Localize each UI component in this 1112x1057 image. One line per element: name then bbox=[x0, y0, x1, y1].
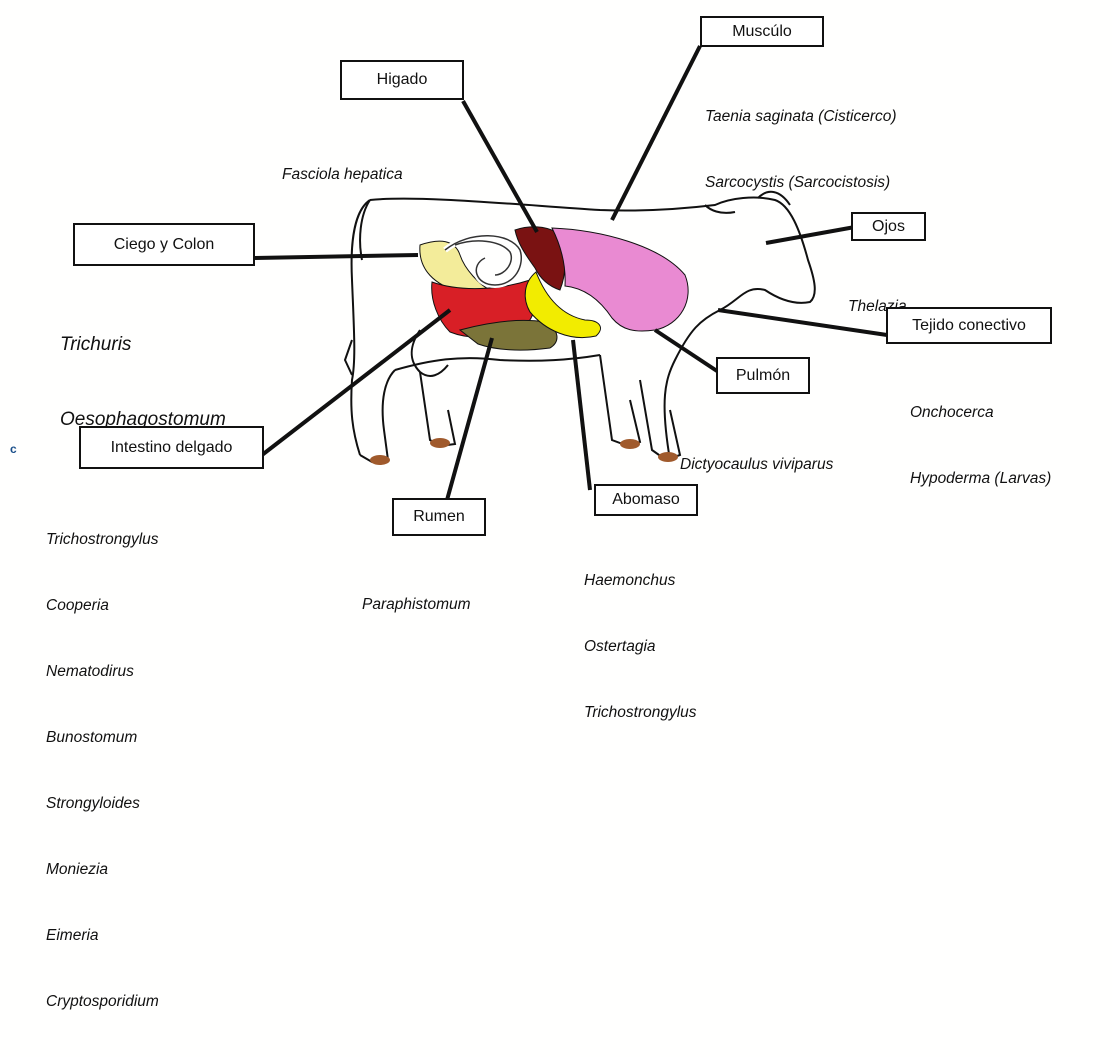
list-item: Ostertagia bbox=[584, 636, 697, 658]
ojos-title: Ojos bbox=[872, 218, 905, 236]
list-item: Moniezia bbox=[46, 859, 159, 881]
higado-label-box: Higado bbox=[340, 60, 464, 100]
ojos-label-box: Ojos bbox=[851, 212, 926, 241]
list-item: Trichostrongylus bbox=[584, 702, 697, 724]
ciego-label-box: Ciego y Colon bbox=[73, 223, 255, 266]
list-item: Cryptosporidium bbox=[46, 991, 159, 1013]
list-item: Sarcocystis (Sarcocistosis) bbox=[705, 172, 897, 194]
pulmon-title: Pulmón bbox=[736, 367, 790, 385]
list-item: Trichostrongylus bbox=[46, 529, 159, 551]
list-item: Nematodirus bbox=[46, 661, 159, 683]
list-item: Fasciola hepatica bbox=[282, 164, 403, 186]
higado-title: Higado bbox=[377, 71, 428, 89]
musculo-title: Muscúlo bbox=[732, 23, 792, 41]
list-item: Trichuris bbox=[60, 332, 226, 357]
abomaso-label-box: Abomaso bbox=[594, 484, 698, 516]
hooves bbox=[370, 438, 678, 465]
list-item: Hypoderma (Larvas) bbox=[910, 468, 1051, 490]
list-item: Haemonchus bbox=[584, 570, 697, 592]
tejido-label-box: Tejido conectivo bbox=[886, 307, 1052, 344]
pulmon-parasites: Dictyocaulus viviparus bbox=[680, 410, 833, 520]
abomaso-title: Abomaso bbox=[612, 491, 680, 509]
list-item: Paraphistomum bbox=[362, 594, 471, 616]
intestino-label-box: Intestino delgado bbox=[79, 426, 264, 469]
list-item: Taenia saginata (Cisticerco) bbox=[705, 106, 897, 128]
list-item: Onchocerca bbox=[910, 402, 1051, 424]
ciego-title: Ciego y Colon bbox=[114, 236, 215, 254]
list-item: Strongyloides bbox=[46, 793, 159, 815]
pulmon-label-box: Pulmón bbox=[716, 357, 810, 394]
musculo-label-box: Muscúlo bbox=[700, 16, 824, 47]
list-item: Cooperia bbox=[46, 595, 159, 617]
intestino-parasites: Trichostrongylus Cooperia Nematodirus Bu… bbox=[46, 485, 159, 1057]
side-marker: c bbox=[10, 442, 17, 456]
list-item: Dictyocaulus viviparus bbox=[680, 454, 833, 476]
rumen-title: Rumen bbox=[413, 508, 465, 526]
list-item: Bunostomum bbox=[46, 727, 159, 749]
abomaso-parasites: Haemonchus Ostertagia Trichostrongylus bbox=[584, 526, 697, 768]
tejido-parasites: Onchocerca Hypoderma (Larvas) bbox=[910, 358, 1051, 534]
rumen-label-box: Rumen bbox=[392, 498, 486, 536]
rumen-parasites: Paraphistomum bbox=[362, 550, 471, 660]
intestino-title: Intestino delgado bbox=[111, 439, 233, 457]
higado-parasites: Fasciola hepatica bbox=[282, 120, 403, 230]
cow-parasite-diagram: Muscúlo Taenia saginata (Cisticerco) Sar… bbox=[0, 0, 1112, 661]
list-item: Eimeria bbox=[46, 925, 159, 947]
tejido-title: Tejido conectivo bbox=[912, 317, 1026, 335]
